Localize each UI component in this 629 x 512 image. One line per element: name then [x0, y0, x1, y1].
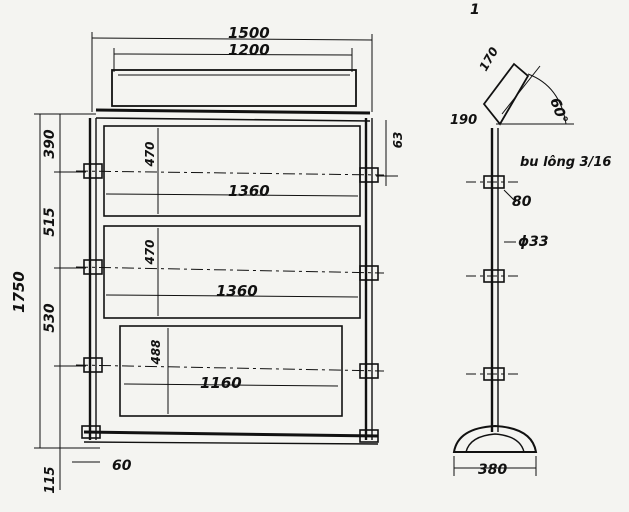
dim-60: 60 [112, 458, 132, 474]
side-view [452, 62, 574, 476]
dim-390: 390 [42, 129, 58, 158]
top-rail [95, 108, 371, 115]
dim-1200: 1200 [228, 41, 270, 59]
dim-line-1200 [113, 53, 353, 56]
dim-115: 115 [43, 466, 58, 493]
center-lines [75, 170, 385, 372]
dim-line-panel-3 [123, 383, 339, 387]
dim-1500: 1500 [228, 24, 270, 42]
front-dimensions [34, 32, 398, 490]
side-center-lines [466, 181, 520, 375]
dim-line-panel-1 [105, 193, 359, 197]
dim-515: 515 [42, 207, 58, 236]
dim-panel-2-height: 470 [143, 239, 157, 265]
side-base-inner [465, 433, 525, 453]
dim-panel-1-height: 470 [143, 141, 157, 167]
dim-panel-3-width: 1160 [200, 374, 242, 392]
top-rail-lower [95, 117, 371, 122]
dim-530: 530 [42, 303, 58, 332]
front-view [75, 69, 385, 445]
front-dimension-labels: 1500 1200 1750 390 515 530 115 60 63 136… [10, 24, 405, 494]
side-base [452, 424, 538, 453]
bottom-rail-lower [83, 441, 379, 445]
dim-line-1500 [91, 37, 373, 41]
dim-line-panel-2 [105, 294, 359, 298]
top-banner-frame [111, 69, 357, 107]
tilted-head [482, 62, 530, 126]
dim-panel-1-width: 1360 [228, 182, 270, 200]
dim-panel-2-width: 1360 [216, 282, 258, 300]
dim-phi33: ϕ33 [518, 234, 549, 250]
dim-80: 80 [512, 194, 532, 210]
dim-190: 190 [450, 113, 477, 128]
bottom-rail [83, 430, 379, 438]
panel-3 [119, 325, 343, 417]
top-tick-mark: 1 [470, 2, 480, 18]
dim-1750: 1750 [10, 271, 28, 313]
dim-380: 380 [478, 462, 507, 478]
dim-panel-3-height: 488 [149, 339, 163, 365]
angle-arc [527, 73, 567, 125]
dim-63: 63 [391, 132, 405, 149]
bolt-label: bu lông 3/16 [520, 155, 611, 170]
